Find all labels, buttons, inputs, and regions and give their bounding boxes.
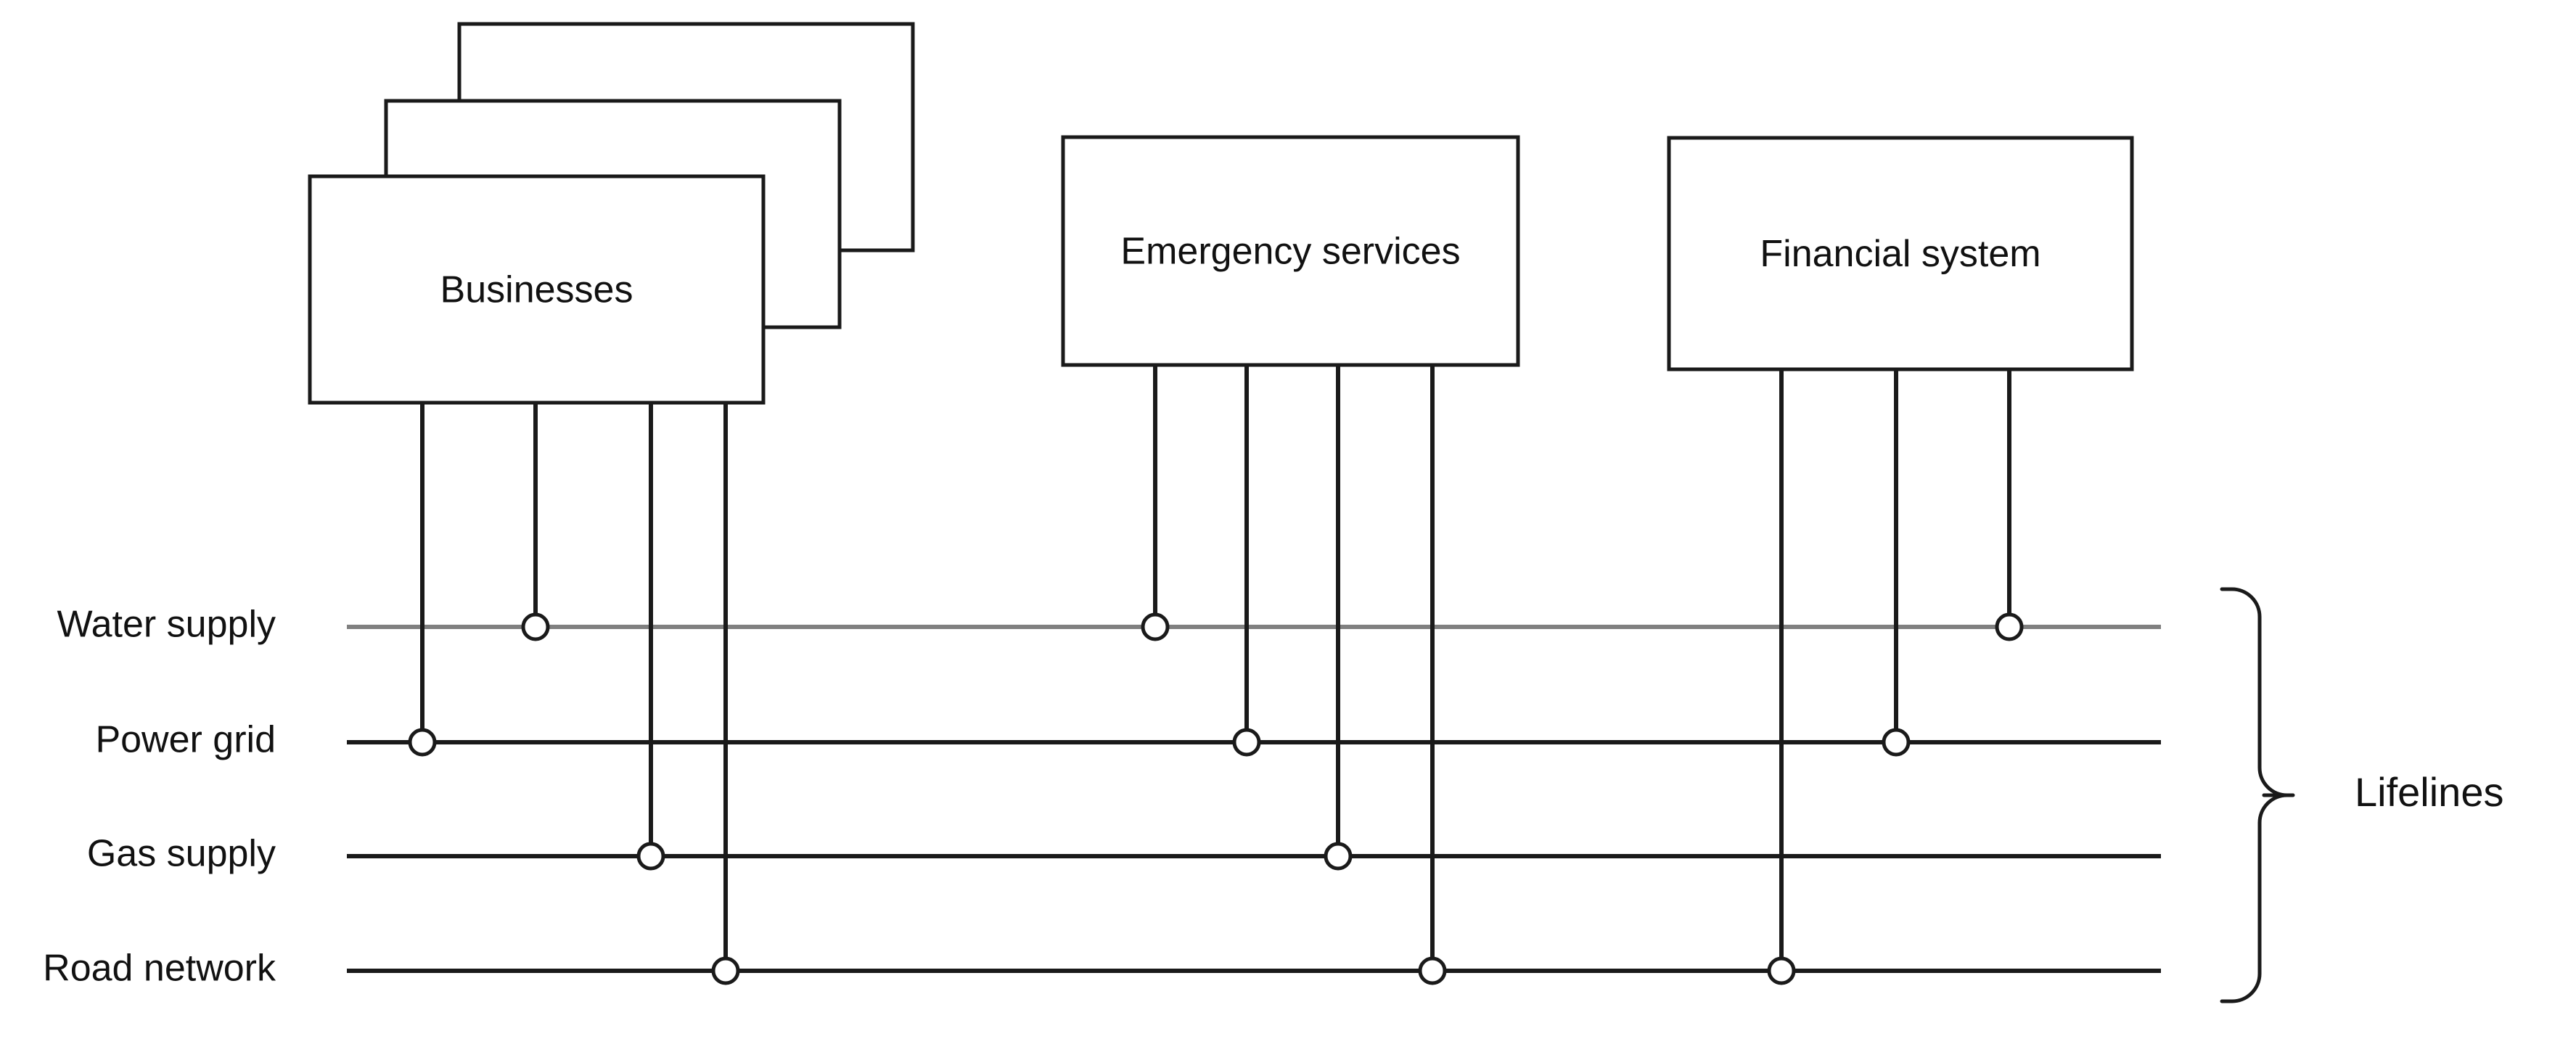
connectors-group bbox=[420, 365, 2011, 971]
lifelines-group-label: Lifelines bbox=[2355, 769, 2503, 815]
entity-box-emergency-services[interactable]: Emergency services bbox=[1061, 135, 1520, 367]
connection-node-financial-system-power-grid[interactable] bbox=[1882, 728, 1911, 757]
lifeline-label-gas-supply: Gas supply bbox=[87, 833, 276, 875]
entity-box-financial-system-front[interactable] bbox=[1667, 136, 2134, 371]
connection-node-emergency-services-water-supply[interactable] bbox=[1141, 612, 1170, 641]
lifeline-label-water-supply: Water supply bbox=[57, 604, 276, 646]
entity-label-emergency-services: Emergency services bbox=[1120, 231, 1460, 273]
connection-nodes-group bbox=[408, 612, 2024, 985]
connection-node-businesses-road-network[interactable] bbox=[711, 956, 740, 985]
entity-box-businesses-front[interactable] bbox=[308, 174, 766, 405]
connection-node-businesses-gas-supply[interactable] bbox=[636, 842, 665, 871]
lifeline-label-power-grid: Power grid bbox=[95, 719, 276, 761]
connection-node-emergency-services-power-grid[interactable] bbox=[1232, 728, 1261, 757]
lifelines-brace-group: Lifelines bbox=[2220, 587, 2503, 1003]
connection-node-emergency-services-gas-supply[interactable] bbox=[1324, 842, 1353, 871]
connection-node-businesses-power-grid[interactable] bbox=[408, 728, 437, 757]
entity-box-businesses[interactable]: Businesses bbox=[308, 22, 915, 405]
lifeline-label-road-network: Road network bbox=[43, 948, 276, 990]
connection-node-financial-system-road-network[interactable] bbox=[1767, 956, 1796, 985]
entity-box-financial-system[interactable]: Financial system bbox=[1667, 136, 2134, 371]
connection-node-financial-system-water-supply[interactable] bbox=[1995, 612, 2024, 641]
entity-label-businesses: Businesses bbox=[440, 269, 633, 311]
entity-label-financial-system: Financial system bbox=[1760, 233, 2040, 275]
lifelines-group bbox=[347, 625, 2161, 973]
connection-node-emergency-services-road-network[interactable] bbox=[1418, 956, 1447, 985]
connection-node-businesses-water-supply[interactable] bbox=[521, 612, 550, 641]
entity-boxes-group: Businesses Emergency services Financial sy… bbox=[308, 22, 2134, 405]
entity-box-emergency-services-front[interactable] bbox=[1061, 135, 1520, 367]
